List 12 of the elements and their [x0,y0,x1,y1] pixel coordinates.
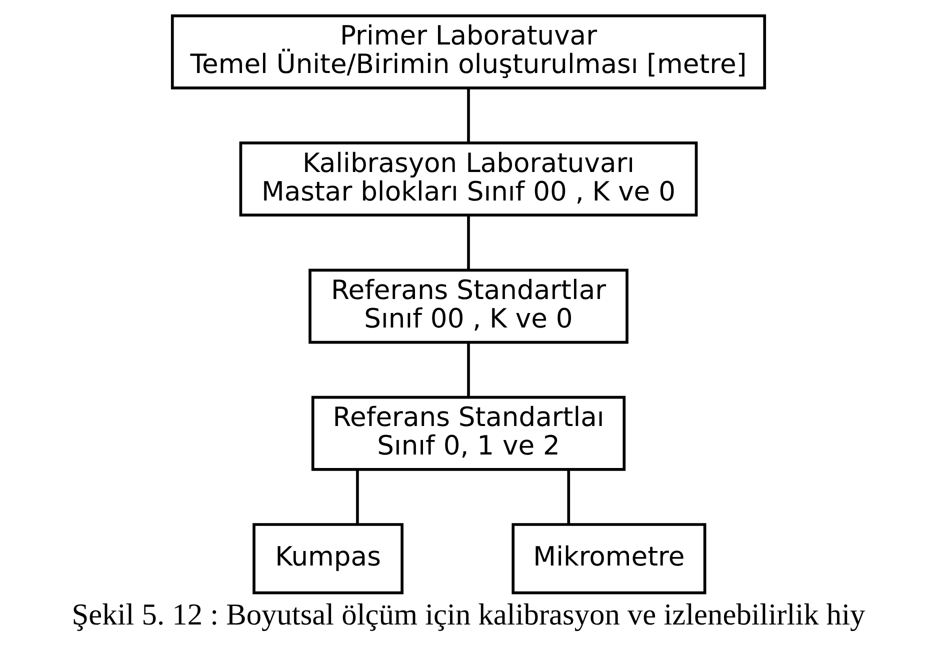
node-box: Kalibrasyon Laboratuvarı Mastar blokları Sınıf 00 , K ve 0 [238,142,698,217]
node-box: Referans Standartlar Sınıf 00 , K ve 0 [308,268,628,344]
node-box: Primer Laboratuvar Temel Ünite/Birimin oluşturulması [metre] [170,14,766,90]
connector [566,470,570,524]
node-box: Referans Standartlaı Sınıf 0, 1 ve 2 [310,396,626,471]
node-box: Mikrometre [511,523,706,594]
connector [466,342,470,397]
caption: Şekil 5. 12 : Boyutsal ölçüm için kalibrasyon ve izlenebilirlik hiy [71,598,865,632]
connector [356,470,358,524]
connector [466,88,470,142]
node-box: Kumpas [252,523,403,594]
connector [466,215,470,270]
